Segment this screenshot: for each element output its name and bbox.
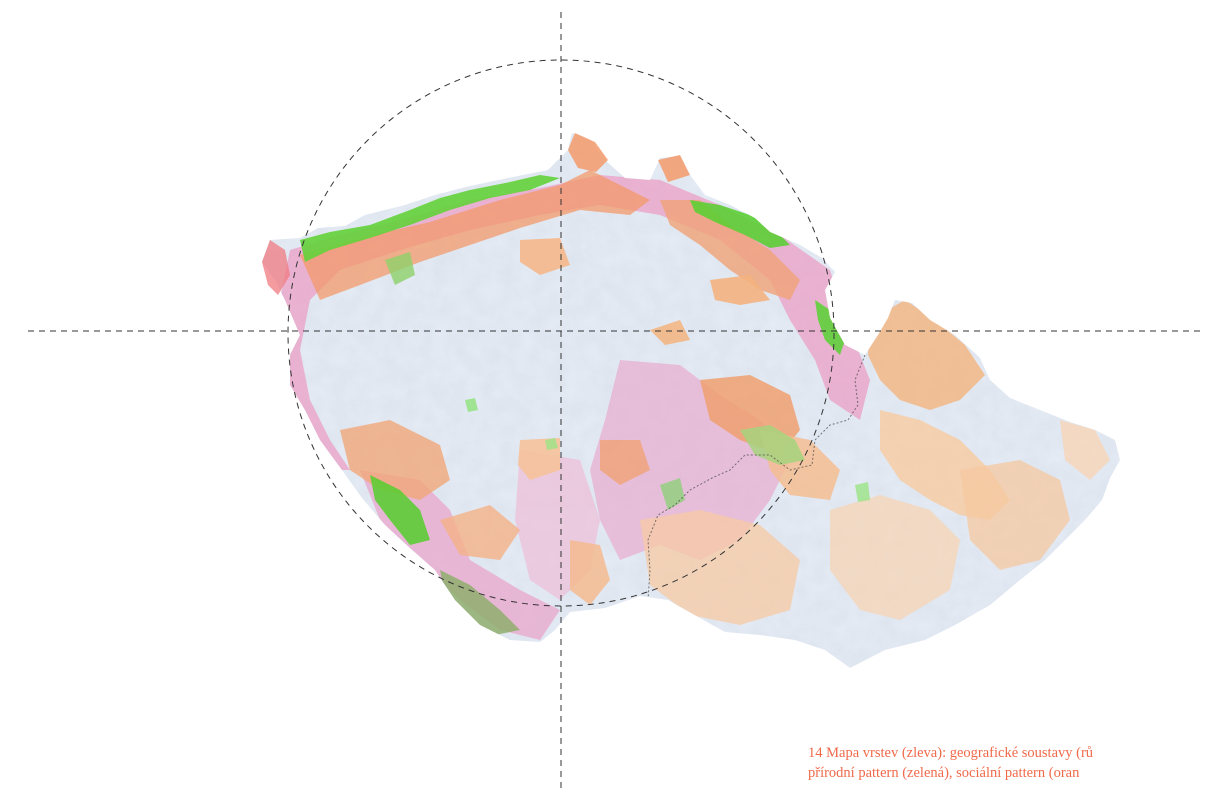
- caption-line-2: přírodní pattern (zelená), sociální patt…: [808, 765, 1080, 781]
- border-highlights: [262, 133, 690, 295]
- social-pattern-layer: [300, 170, 1110, 625]
- guide-circle: [287, 59, 835, 607]
- map-caption: 14 Mapa vrstev (zleva): geografické sous…: [808, 743, 1205, 783]
- caption-line-1: 14 Mapa vrstev (zleva): geografické sous…: [808, 745, 1094, 761]
- crosshair-lines: [28, 12, 1205, 790]
